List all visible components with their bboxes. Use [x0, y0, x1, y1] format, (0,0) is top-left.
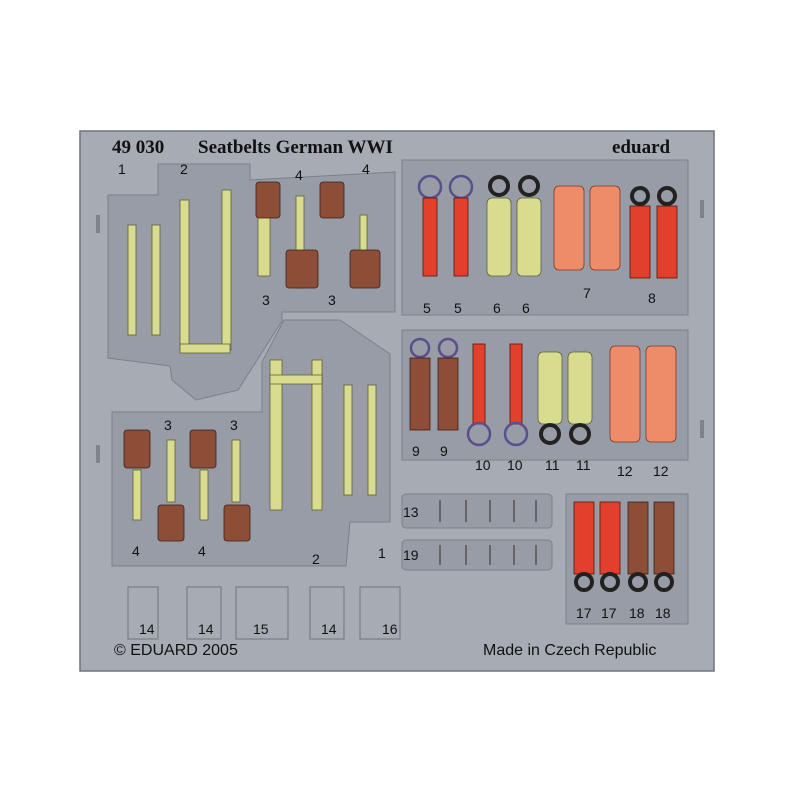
parts-17-18-belts	[573, 501, 675, 592]
label-17: 17	[576, 605, 592, 621]
label-10: 10	[475, 457, 491, 473]
part-7-belts	[553, 185, 621, 271]
label-1: 1	[378, 545, 386, 561]
label-3: 3	[328, 292, 336, 308]
label-14: 14	[198, 621, 214, 637]
part-11-belts	[537, 351, 593, 445]
label-6: 6	[493, 300, 501, 316]
label-4: 4	[198, 543, 206, 559]
label-4: 4	[295, 167, 303, 183]
label-19: 19	[403, 547, 419, 563]
harness-group-bottom-left	[123, 359, 377, 542]
label-15: 15	[253, 621, 269, 637]
label-14: 14	[321, 621, 337, 637]
label-9: 9	[412, 443, 420, 459]
label-2: 2	[312, 551, 320, 567]
harness-group-top-left	[127, 181, 381, 354]
label-16: 16	[382, 621, 398, 637]
part-8-belts	[629, 186, 678, 279]
part-number-labels: 1 2 4 4 3 3 3 3 4 4 2 1 5 5 6 6 7 8 9 9 …	[118, 161, 671, 637]
label-11: 11	[545, 457, 560, 473]
brand-name: eduard	[612, 137, 671, 158]
cutout-14a	[127, 586, 159, 640]
label-12: 12	[617, 463, 633, 479]
label-7: 7	[583, 285, 591, 301]
label-18: 18	[655, 605, 671, 621]
origin-text: Made in Czech Republic	[483, 642, 656, 659]
label-4: 4	[362, 161, 370, 177]
slot	[700, 200, 704, 218]
label-3: 3	[230, 417, 238, 433]
label-4: 4	[132, 543, 140, 559]
label-18: 18	[629, 605, 645, 621]
label-5: 5	[423, 300, 431, 316]
label-5: 5	[454, 300, 462, 316]
cutout-15	[235, 586, 289, 640]
fret-code: 49 030	[112, 137, 164, 158]
label-6: 6	[522, 300, 530, 316]
parts-13-19-buckles	[439, 500, 537, 565]
slot	[700, 420, 704, 438]
part-9-belts	[409, 337, 459, 431]
label-13: 13	[403, 504, 419, 520]
copyright-text: © EDUARD 2005	[114, 642, 238, 659]
fret-title: Seatbelts German WWI	[198, 137, 393, 158]
pane-strip-19	[401, 539, 553, 571]
label-8: 8	[648, 290, 656, 306]
part-6-belts	[486, 175, 542, 277]
slot	[96, 445, 100, 463]
label-17: 17	[601, 605, 617, 621]
label-14: 14	[139, 621, 155, 637]
slot	[96, 215, 100, 233]
label-3: 3	[262, 292, 270, 308]
label-1: 1	[118, 161, 126, 177]
label-2: 2	[180, 161, 188, 177]
label-9: 9	[440, 443, 448, 459]
part-12-belts	[609, 345, 677, 443]
part-10-belts	[466, 343, 529, 447]
cutout-16	[359, 586, 401, 640]
cutout-14b	[186, 586, 222, 640]
cutout-14c	[309, 586, 345, 640]
label-10: 10	[507, 457, 523, 473]
pane-strip-13	[401, 493, 553, 529]
label-11: 11	[576, 457, 591, 473]
label-12: 12	[653, 463, 669, 479]
part-5-belts	[417, 174, 474, 277]
label-3: 3	[164, 417, 172, 433]
